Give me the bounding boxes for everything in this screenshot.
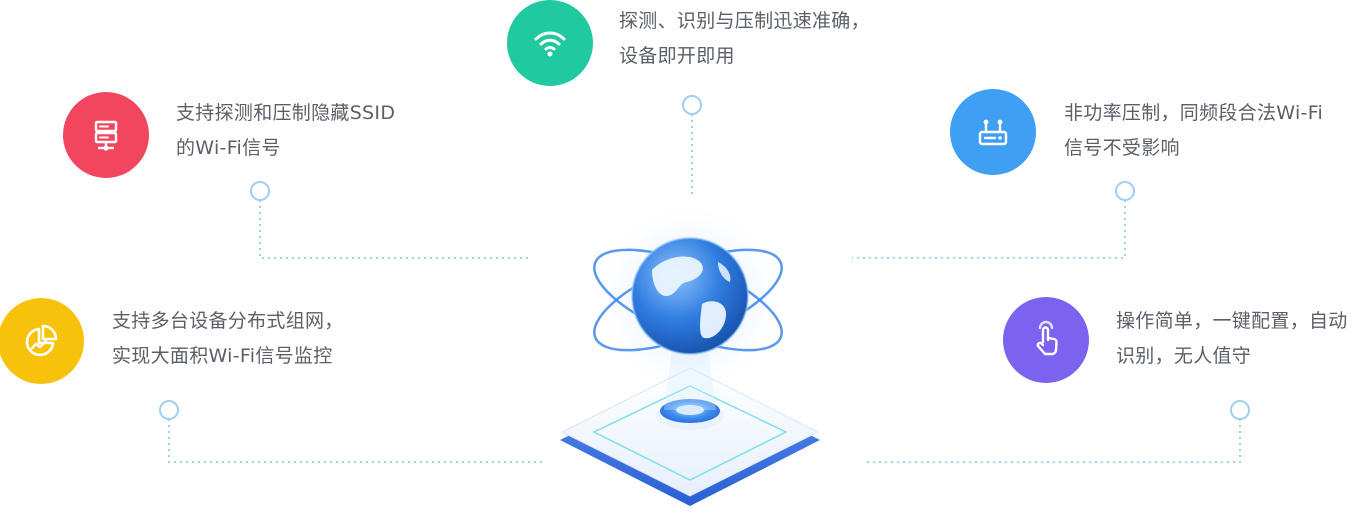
feature-wifi-icon-circle <box>507 0 593 86</box>
node-top-left <box>250 181 270 201</box>
feature-wifi-line1: 探测、识别与压制迅速准确， <box>619 10 870 32</box>
node-top <box>682 95 702 115</box>
feature-nonpower-line2: 信号不受影响 <box>1064 137 1180 159</box>
feature-distributed-line2: 实现大面积Wi-Fi信号监控 <box>112 345 333 367</box>
server-icon <box>94 120 118 151</box>
feature-distributed-icon-circle <box>0 298 84 384</box>
node-bottom-left <box>159 400 179 420</box>
feature-ssid-line1: 支持探测和压制隐藏SSID <box>176 102 396 124</box>
feature-distributed-line1: 支持多台设备分布式组网， <box>112 310 344 332</box>
connector-top-left <box>259 200 530 259</box>
feature-ssid-icon-circle <box>63 92 149 178</box>
connector-top-right <box>852 200 1126 259</box>
node-bottom-right <box>1230 400 1250 420</box>
feature-ssid-text: 支持探测和压制隐藏SSID 的Wi-Fi信号 <box>176 96 395 166</box>
feature-distributed-text: 支持多台设备分布式组网， 实现大面积Wi-Fi信号监控 <box>112 304 344 374</box>
feature-auto-text: 操作简单，一键配置，自动 识别，无人值守 <box>1116 304 1348 374</box>
feature-auto-line2: 识别，无人值守 <box>1116 345 1252 367</box>
touch-hand-icon <box>1036 320 1058 356</box>
connector-bottom-left <box>168 419 545 463</box>
feature-wifi-line2: 设备即开即用 <box>619 45 735 67</box>
router-icon <box>978 119 1008 146</box>
feature-wifi-text: 探测、识别与压制迅速准确， 设备即开即用 <box>619 4 870 74</box>
feature-nonpower-icon-circle <box>950 89 1036 175</box>
feature-auto-line1: 操作简单，一键配置，自动 <box>1116 310 1348 332</box>
feature-auto-icon-circle <box>1003 297 1089 383</box>
connector-bottom-right <box>866 419 1241 463</box>
globe-platform-illustration <box>560 206 820 506</box>
pie-chart-icon <box>25 324 58 357</box>
feature-ssid-line2: 的Wi-Fi信号 <box>176 137 281 159</box>
wifi-icon <box>534 31 566 57</box>
feature-nonpower-text: 非功率压制，同频段合法Wi-Fi 信号不受影响 <box>1064 96 1323 166</box>
feature-nonpower-line1: 非功率压制，同频段合法Wi-Fi <box>1064 102 1324 124</box>
node-top-right <box>1115 181 1135 201</box>
